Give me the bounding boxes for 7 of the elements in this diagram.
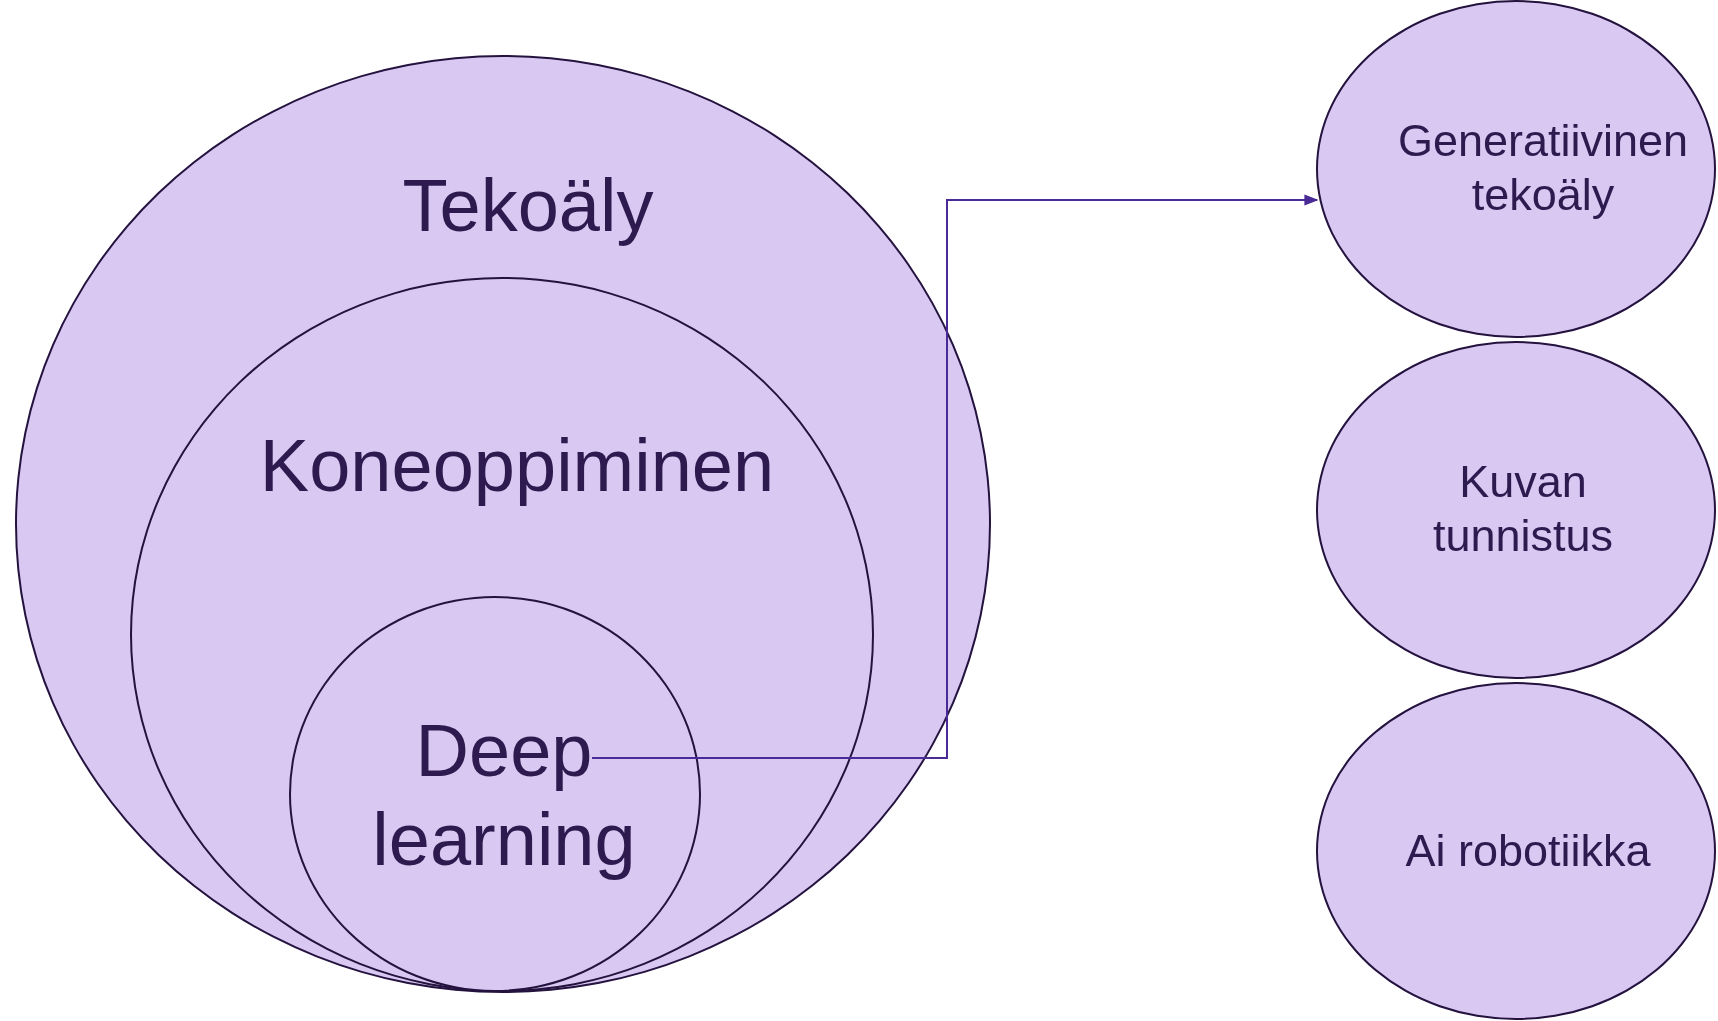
node-label: Kuvan tunnistus: [1431, 455, 1615, 563]
node-label: Koneoppiminen: [258, 423, 776, 509]
node-label: Ai robotiikka: [1404, 824, 1652, 878]
node-label: Tekoäly: [401, 163, 655, 249]
node-label: Deep learning: [371, 708, 637, 883]
node-label: Generatiivinen tekoäly: [1396, 114, 1690, 222]
arrow: [591, 194, 1319, 759]
